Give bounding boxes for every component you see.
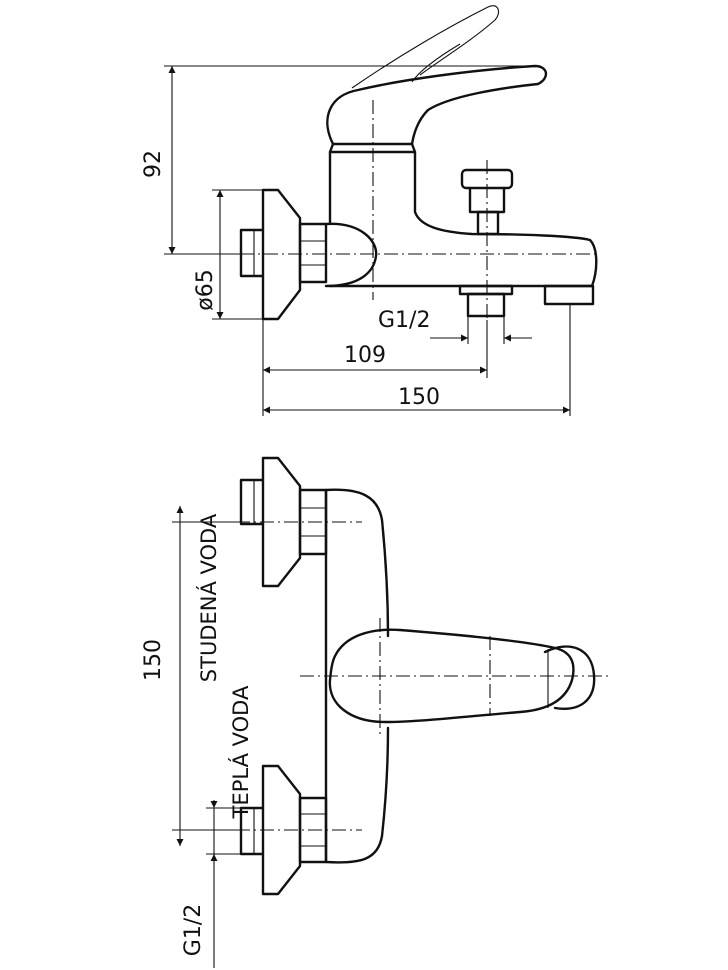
dimension-flange-label: ø65 (193, 269, 218, 310)
dimension-height: 92 (141, 65, 540, 255)
dimension-inlet-spacing: 150 (141, 506, 240, 846)
hot-water-label: TEPLÁ VODA (228, 685, 253, 819)
shower-outlet (458, 284, 514, 318)
cold-inlet-flange (261, 456, 302, 588)
cylinder-cap (324, 222, 378, 288)
dimension-thread-side: G1/2 (378, 308, 532, 344)
lever-raised-outline (351, 5, 500, 89)
connection-nut (298, 222, 328, 284)
dimension-total-width: 150 (262, 304, 571, 416)
dimension-thread-top: G1/2 (181, 800, 241, 968)
inlet-nipple (239, 228, 265, 278)
top-view: 150 STUDENÁ VODA TEPLÁ VODA G1/2 (141, 456, 610, 968)
dimension-width-label: 150 (398, 385, 440, 410)
dimension-spacing-label: 150 (141, 639, 166, 681)
lever-handle-top (328, 628, 575, 724)
dimension-thread-top-label: G1/2 (181, 904, 206, 956)
hot-inlet-flange (261, 764, 302, 896)
dimension-height-label: 92 (141, 150, 166, 178)
dimension-flange-diameter: ø65 (193, 189, 263, 320)
side-view: 92 ø65 G1/2 109 150 (141, 5, 600, 416)
dimension-outlet-distance: 109 (263, 320, 488, 378)
mixer-body-top (324, 488, 390, 864)
dimension-thread-side-label: G1/2 (378, 308, 430, 333)
cold-water-label: STUDENÁ VODA (196, 513, 221, 682)
spout-outlet (543, 284, 595, 306)
dimension-outlet-label: 109 (344, 343, 386, 368)
lever-handle (326, 64, 548, 146)
mixer-body (328, 150, 598, 288)
spout-top (543, 645, 596, 710)
